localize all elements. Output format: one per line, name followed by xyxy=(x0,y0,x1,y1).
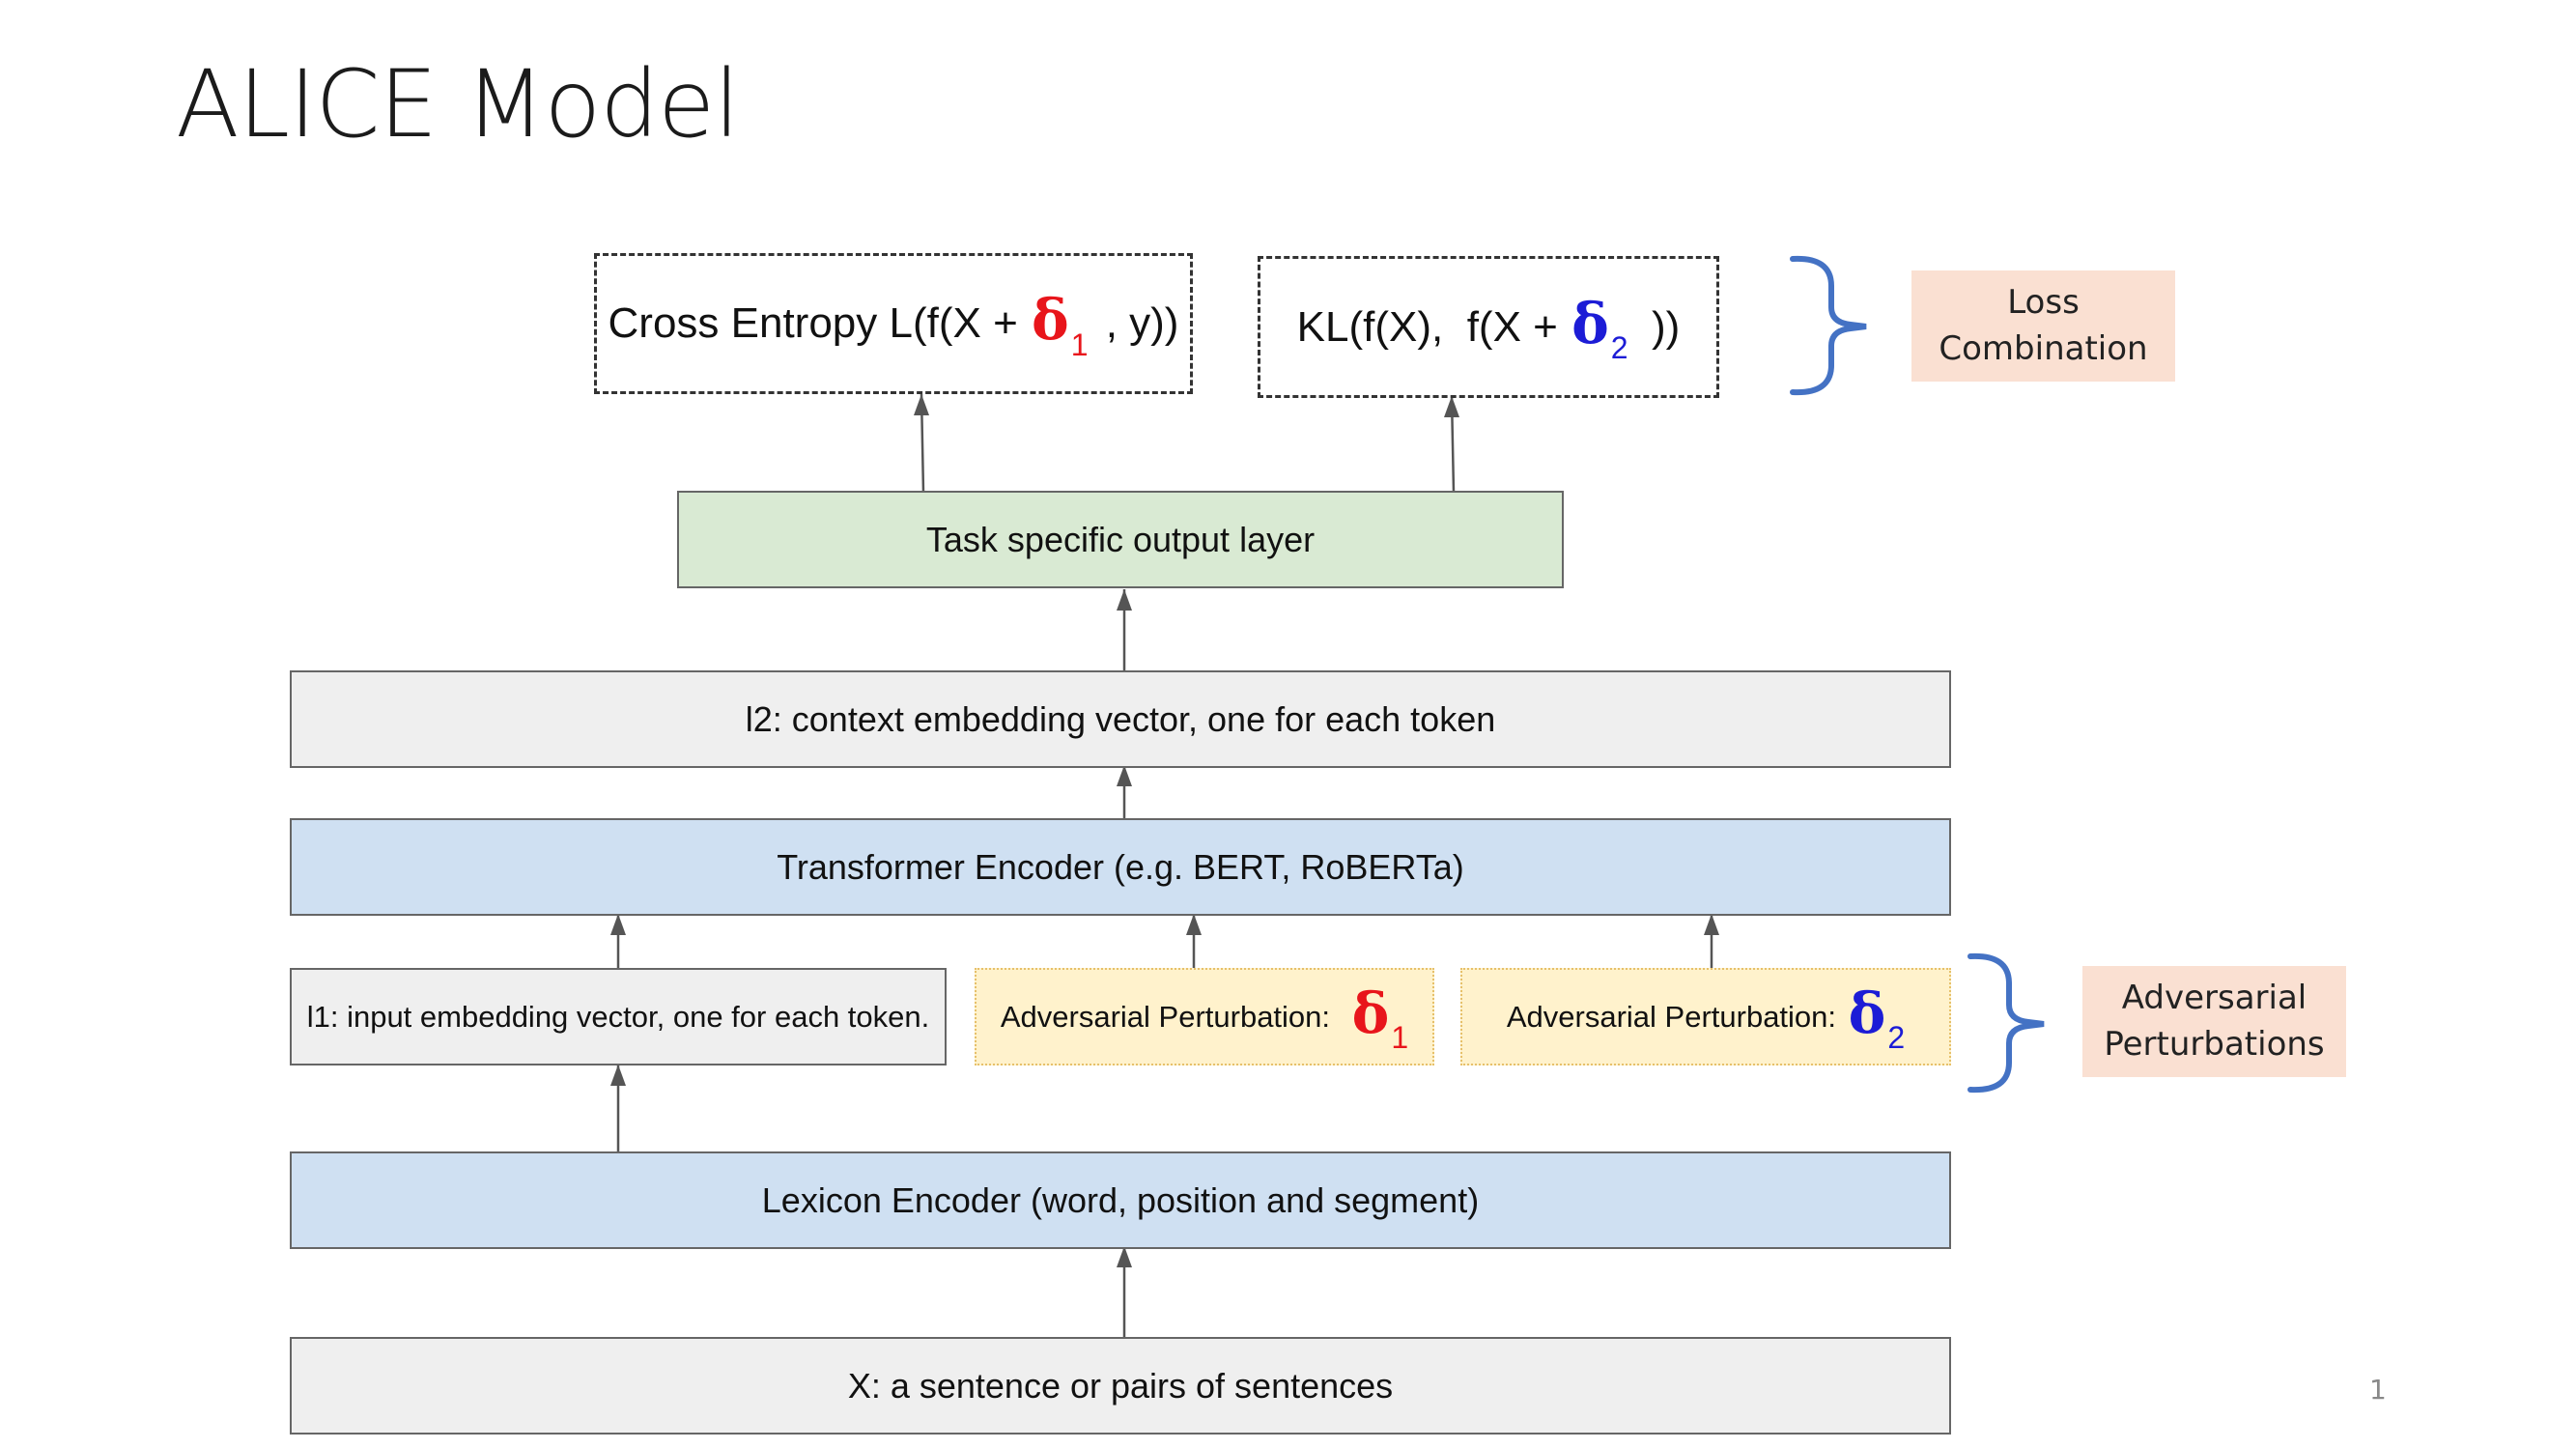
perturbation-2-subscript: 2 xyxy=(1887,1020,1906,1055)
arrowhead xyxy=(1704,914,1719,935)
adversarial-perturbations-label: Adversarial Perturbations xyxy=(2082,966,2346,1077)
cross-entropy-suffix: , y)) xyxy=(1093,299,1179,347)
kl-prefix: KL(f(X), f(X + xyxy=(1296,302,1571,351)
arrowhead xyxy=(1117,765,1132,786)
loss-bracket xyxy=(1790,255,1867,396)
cross-entropy-loss-box: Cross Entropy L(f(X + δ 1 , y)) xyxy=(594,253,1193,394)
adversarial-perturbations-line-2: Perturbations xyxy=(2104,1024,2325,1064)
lexicon-encoder: Lexicon Encoder (word, position and segm… xyxy=(290,1151,1951,1249)
perturbation-1-subscript: 1 xyxy=(1391,1020,1409,1055)
input-sentence: X: a sentence or pairs of sentences xyxy=(290,1337,1951,1435)
arrowhead xyxy=(1117,589,1132,611)
cross-entropy-prefix: Cross Entropy L(f(X + xyxy=(608,299,1030,347)
delta-2-symbol: δ xyxy=(1571,290,1609,356)
task-output-layer: Task specific output layer xyxy=(677,491,1564,588)
perturbation-1-delta: δ xyxy=(1351,980,1390,1046)
page-number: 1 xyxy=(2369,1374,2387,1406)
perturbation-bracket xyxy=(1967,952,2045,1094)
task-output-layer-label: Task specific output layer xyxy=(925,519,1316,559)
arrowhead xyxy=(610,914,626,935)
arrowhead xyxy=(1117,1246,1132,1267)
perturbation-2-label: Adversarial Perturbation: xyxy=(1506,999,1845,1034)
adversarial-perturbation-1: Adversarial Perturbation: δ 1 xyxy=(975,968,1434,1065)
loss-combination-line-1: Loss xyxy=(2007,282,2080,322)
adversarial-perturbations-line-1: Adversarial xyxy=(2121,978,2307,1017)
perturbation-2-delta: δ xyxy=(1848,980,1886,1046)
context-embedding-layer: l2: context embedding vector, one for ea… xyxy=(290,670,1951,768)
input-embedding-label: l1: input embedding vector, one for each… xyxy=(306,999,930,1034)
transformer-encoder: Transformer Encoder (e.g. BERT, RoBERTa) xyxy=(290,818,1951,916)
delta-1-symbol: δ xyxy=(1032,287,1069,353)
perturbation-1-label: Adversarial Perturbation: xyxy=(1000,999,1339,1034)
transformer-encoder-label: Transformer Encoder (e.g. BERT, RoBERTa) xyxy=(777,846,1464,887)
input-sentence-label: X: a sentence or pairs of sentences xyxy=(847,1365,1394,1406)
lexicon-encoder-label: Lexicon Encoder (word, position and segm… xyxy=(761,1179,1480,1220)
delta-1-subscript: 1 xyxy=(1070,327,1089,362)
arrowhead xyxy=(610,1065,626,1086)
arrowhead xyxy=(914,394,929,415)
delta-2-subscript: 2 xyxy=(1610,330,1628,365)
kl-suffix: )) xyxy=(1628,302,1681,351)
loss-combination-label: Loss Combination xyxy=(1911,270,2175,382)
kl-loss-box: KL(f(X), f(X + δ 2 )) xyxy=(1258,256,1719,398)
adversarial-perturbation-2: Adversarial Perturbation: δ 2 xyxy=(1460,968,1951,1065)
arrowhead xyxy=(1186,914,1202,935)
slide-title: ALICE Model xyxy=(176,50,740,158)
input-embedding-layer: l1: input embedding vector, one for each… xyxy=(290,968,947,1065)
arrowhead xyxy=(1444,396,1459,417)
loss-combination-line-2: Combination xyxy=(1939,328,2148,368)
context-embedding-label: l2: context embedding vector, one for ea… xyxy=(745,698,1496,739)
